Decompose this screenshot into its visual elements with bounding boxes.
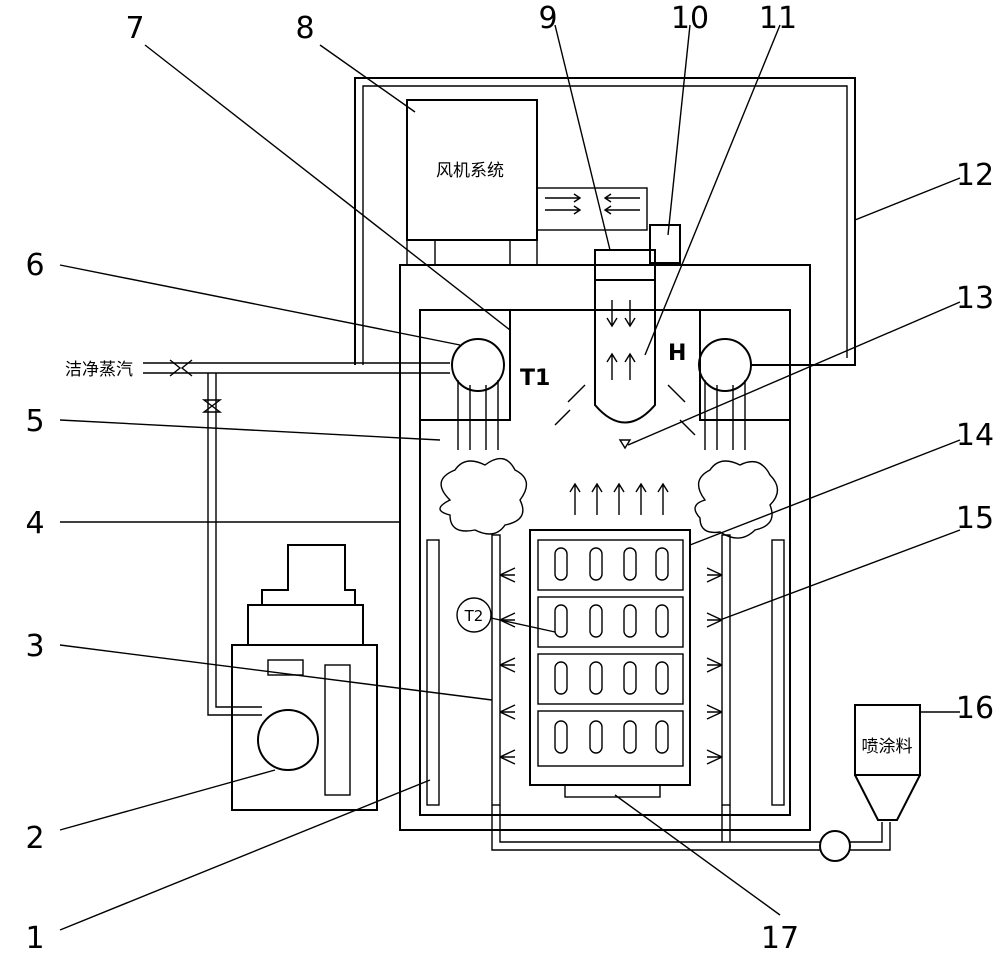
spray-jets bbox=[499, 567, 723, 765]
chamber-outer-wall bbox=[399, 264, 811, 831]
filter-unit-top bbox=[594, 249, 656, 281]
callout-4: 4 bbox=[25, 506, 44, 541]
t2-label: T2 bbox=[464, 607, 484, 625]
generator-display bbox=[267, 659, 304, 676]
clean-steam-label: 洁净蒸汽 bbox=[65, 360, 133, 380]
steam-branch-pipe bbox=[207, 373, 262, 716]
generator-panel bbox=[324, 664, 351, 796]
leader-lines bbox=[59, 24, 961, 931]
callout-13: 13 bbox=[956, 281, 994, 316]
generator-hopper bbox=[261, 544, 356, 605]
air-flow-arrows bbox=[545, 193, 640, 215]
fan-system-box bbox=[406, 99, 538, 241]
callout-9: 9 bbox=[538, 1, 557, 36]
callout-1: 1 bbox=[25, 921, 44, 956]
spray-supply-pipe bbox=[491, 805, 820, 851]
left-heater bbox=[426, 539, 440, 806]
callout-8: 8 bbox=[295, 11, 314, 46]
diagonal-arrows bbox=[554, 384, 696, 436]
spray-pump-icon bbox=[819, 830, 851, 862]
chamber-inner-wall bbox=[419, 309, 791, 816]
t1-label: T1 bbox=[520, 366, 550, 391]
generator-top bbox=[247, 604, 364, 646]
callout-5: 5 bbox=[25, 404, 44, 439]
callout-16: 16 bbox=[956, 691, 994, 726]
h-label: H bbox=[668, 341, 686, 366]
callout-15: 15 bbox=[956, 501, 994, 536]
branch-valve-icon bbox=[201, 399, 223, 413]
left-steam-tubes bbox=[457, 380, 499, 450]
generator-pump-icon bbox=[257, 709, 319, 771]
steam-valve-icon bbox=[169, 359, 193, 377]
rack-base-17 bbox=[564, 784, 661, 798]
spray-material-label: 喷涂料 bbox=[862, 737, 913, 757]
air-flow-box bbox=[536, 187, 648, 231]
right-fan-icon bbox=[698, 338, 752, 392]
right-steam-cloud bbox=[694, 460, 779, 539]
rack-shelf-4 bbox=[537, 710, 684, 767]
fan-system-label: 风机系统 bbox=[436, 161, 504, 181]
rack-shelf-3 bbox=[537, 653, 684, 705]
callout-6: 6 bbox=[25, 248, 44, 283]
rack-shelf-1 bbox=[537, 539, 684, 591]
rack-shelf-2 bbox=[537, 596, 684, 648]
right-steam-tubes bbox=[704, 380, 746, 450]
fan-supports bbox=[406, 240, 538, 265]
callout-12: 12 bbox=[956, 158, 994, 193]
upward-arrows bbox=[569, 482, 669, 515]
product-rack bbox=[529, 529, 691, 786]
left-spray-bar bbox=[491, 534, 501, 806]
callout-3: 3 bbox=[25, 629, 44, 664]
callout-14: 14 bbox=[956, 418, 994, 453]
pipe-12-loop bbox=[354, 77, 856, 366]
pipe-12-inner bbox=[362, 85, 848, 365]
t2-sensor-icon bbox=[456, 597, 492, 633]
steam-pipe bbox=[143, 362, 450, 374]
motor-10-icon bbox=[649, 224, 681, 264]
left-steam-cloud bbox=[439, 457, 528, 535]
nozzle-13-icon bbox=[618, 439, 632, 450]
right-heater bbox=[771, 539, 785, 806]
spray-tank bbox=[854, 704, 921, 776]
callout-11: 11 bbox=[759, 1, 797, 36]
left-duct bbox=[420, 309, 511, 421]
callout-2: 2 bbox=[25, 821, 44, 856]
rack-items bbox=[554, 547, 669, 754]
callout-17: 17 bbox=[761, 921, 799, 956]
callout-10: 10 bbox=[671, 1, 709, 36]
callout-7: 7 bbox=[125, 11, 144, 46]
filter-flow-arrows bbox=[606, 300, 636, 380]
left-fan-icon bbox=[451, 338, 505, 392]
filter-unit-body bbox=[594, 280, 656, 424]
pump-to-tank-pipe bbox=[850, 822, 891, 851]
right-supply-riser bbox=[721, 805, 731, 842]
spray-tank-hopper bbox=[854, 774, 921, 821]
right-spray-bar bbox=[721, 534, 731, 806]
